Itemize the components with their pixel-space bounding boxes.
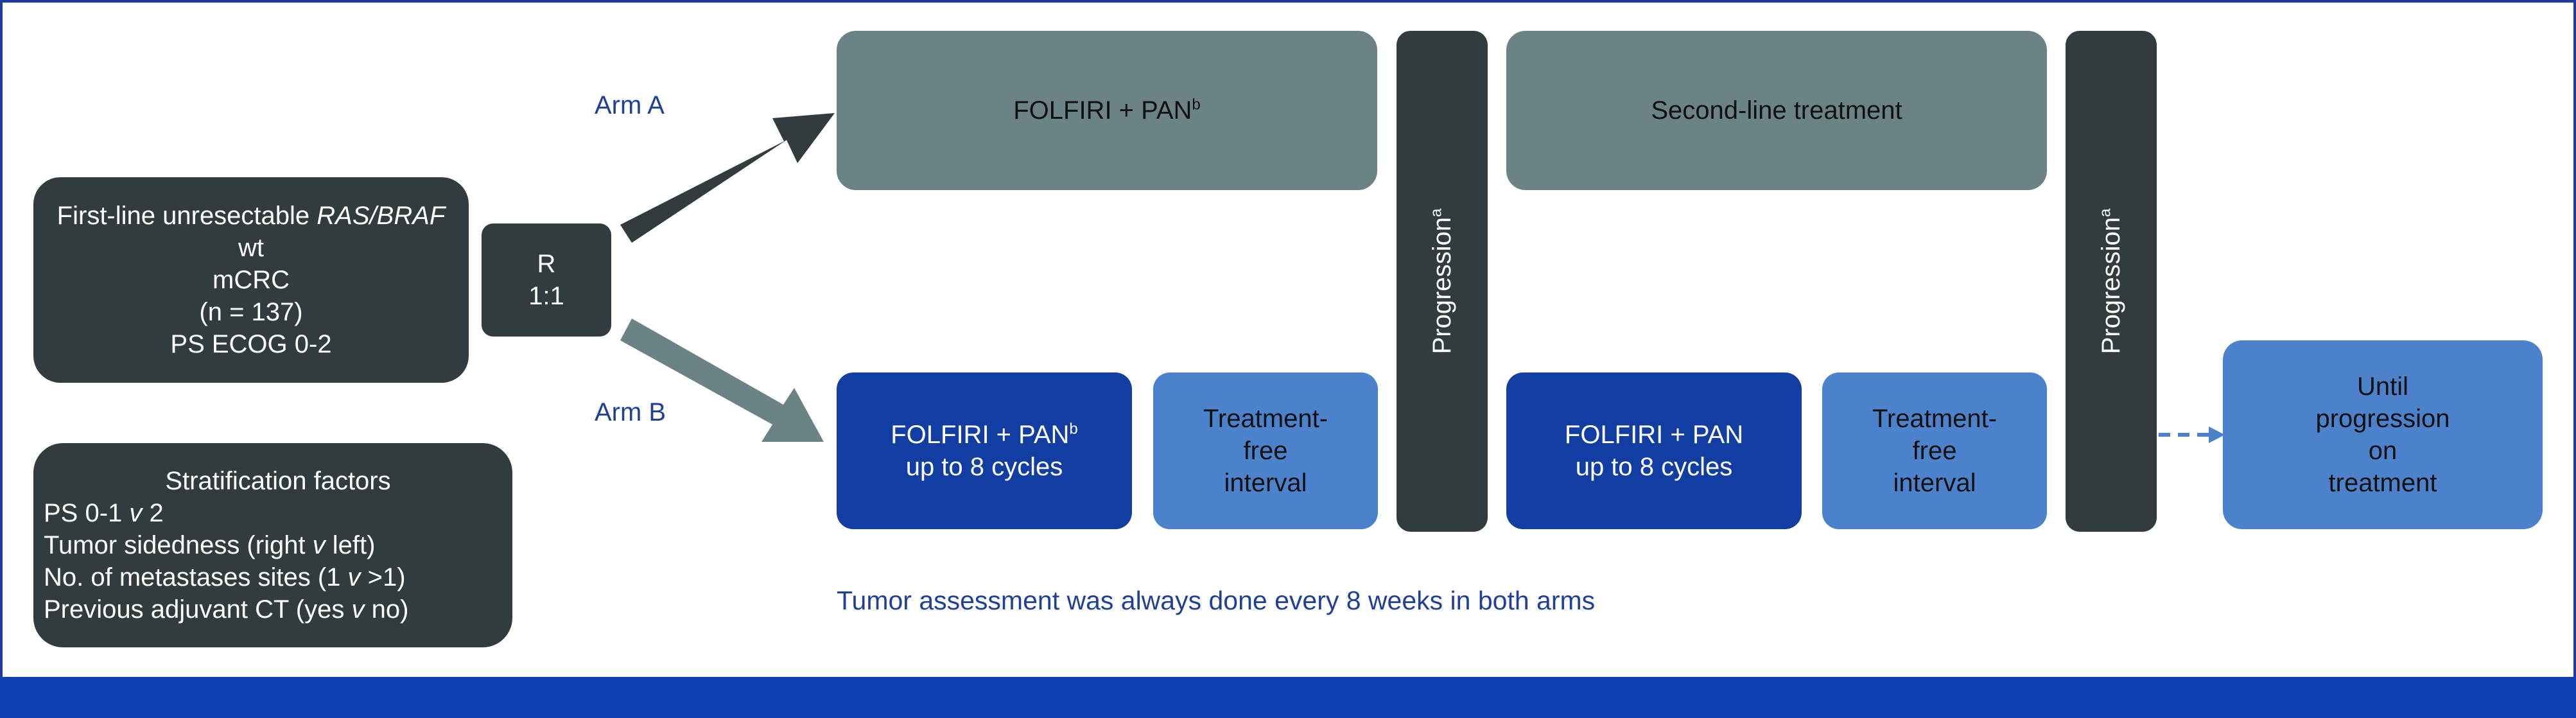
tfi-2-line-1: Treatment- (1872, 405, 1997, 433)
progression-label-2: Progressiona (2096, 208, 2125, 355)
arm-b-treatment-cycles: up to 8 cycles (905, 453, 1063, 481)
stratification-factor-metastases: No. of metastases sites (1 v >1) (44, 563, 406, 591)
progression-label-1: Progressiona (1427, 208, 1456, 355)
arm-a-arrow (620, 113, 835, 243)
arm-b-retreatment-label: FOLFIRI + PAN (1564, 421, 1744, 449)
arm-b-label: Arm B (595, 398, 666, 426)
randomization-label: R (537, 250, 556, 278)
enrollment-line-2: wt (238, 234, 264, 262)
second-line-label: Second-line treatment (1651, 96, 1902, 125)
until-line-2: progression (2315, 405, 2450, 433)
enrollment-line-5: PS ECOG 0-2 (170, 330, 332, 358)
progression-bar-1: Progressiona (1397, 31, 1488, 532)
arm-b-treatment-label: FOLFIRI + PANb (891, 420, 1078, 449)
second-line-box: Second-line treatment (1506, 31, 2047, 190)
arm-b-retreatment-box: FOLFIRI + PAN up to 8 cycles (1506, 372, 1802, 529)
arm-b-arrow (620, 319, 824, 442)
stratification-factor-adjuvant: Previous adjuvant CT (yes v no) (44, 595, 409, 624)
until-line-4: treatment (2328, 469, 2437, 497)
tfi-2-line-2: free (1912, 437, 1957, 465)
stratification-factor-ps: PS 0-1 v 2 (44, 499, 164, 527)
tumor-assessment-note: Tumor assessment was always done every 8… (837, 586, 1596, 615)
stratification-box: Stratification factors PS 0-1 v 2 Tumor … (33, 443, 512, 647)
arm-a-label: Arm A (595, 91, 665, 119)
enrollment-box: First-line unresectable RAS/BRAF wt mCRC… (33, 177, 469, 383)
enrollment-line-4: (n = 137) (199, 298, 303, 326)
arm-a-treatment-label: FOLFIRI + PANb (1013, 96, 1201, 125)
until-line-1: Until (2356, 372, 2409, 401)
dashed-arrow-head (2209, 426, 2225, 443)
enrollment-line-3: mCRC (213, 266, 290, 294)
footer-bar (0, 677, 2576, 718)
tfi-1-line-1: Treatment- (1203, 405, 1328, 433)
randomization-box: R 1:1 (482, 223, 611, 337)
tfi-2-line-3: interval (1893, 469, 1976, 497)
enrollment-line-1: First-line unresectable RAS/BRAF (57, 202, 446, 230)
until-progression-box: Until progression on treatment (2223, 340, 2543, 529)
treatment-free-interval-box-2: Treatment- free interval (1822, 372, 2047, 529)
treatment-free-interval-box-1: Treatment- free interval (1153, 372, 1378, 529)
progression-bar-2: Progressiona (2066, 31, 2157, 532)
until-line-3: on (2368, 437, 2398, 465)
tfi-1-line-3: interval (1224, 469, 1307, 497)
arm-b-retreatment-cycles: up to 8 cycles (1575, 453, 1733, 481)
stratification-factor-sidedness: Tumor sidedness (right v left) (44, 531, 376, 559)
arm-a-treatment-box: FOLFIRI + PANb (837, 31, 1377, 190)
arm-b-treatment-box: FOLFIRI + PANb up to 8 cycles (837, 372, 1132, 529)
randomization-ratio: 1:1 (528, 282, 564, 310)
tfi-1-line-2: free (1243, 437, 1288, 465)
stratification-title: Stratification factors (165, 467, 391, 495)
